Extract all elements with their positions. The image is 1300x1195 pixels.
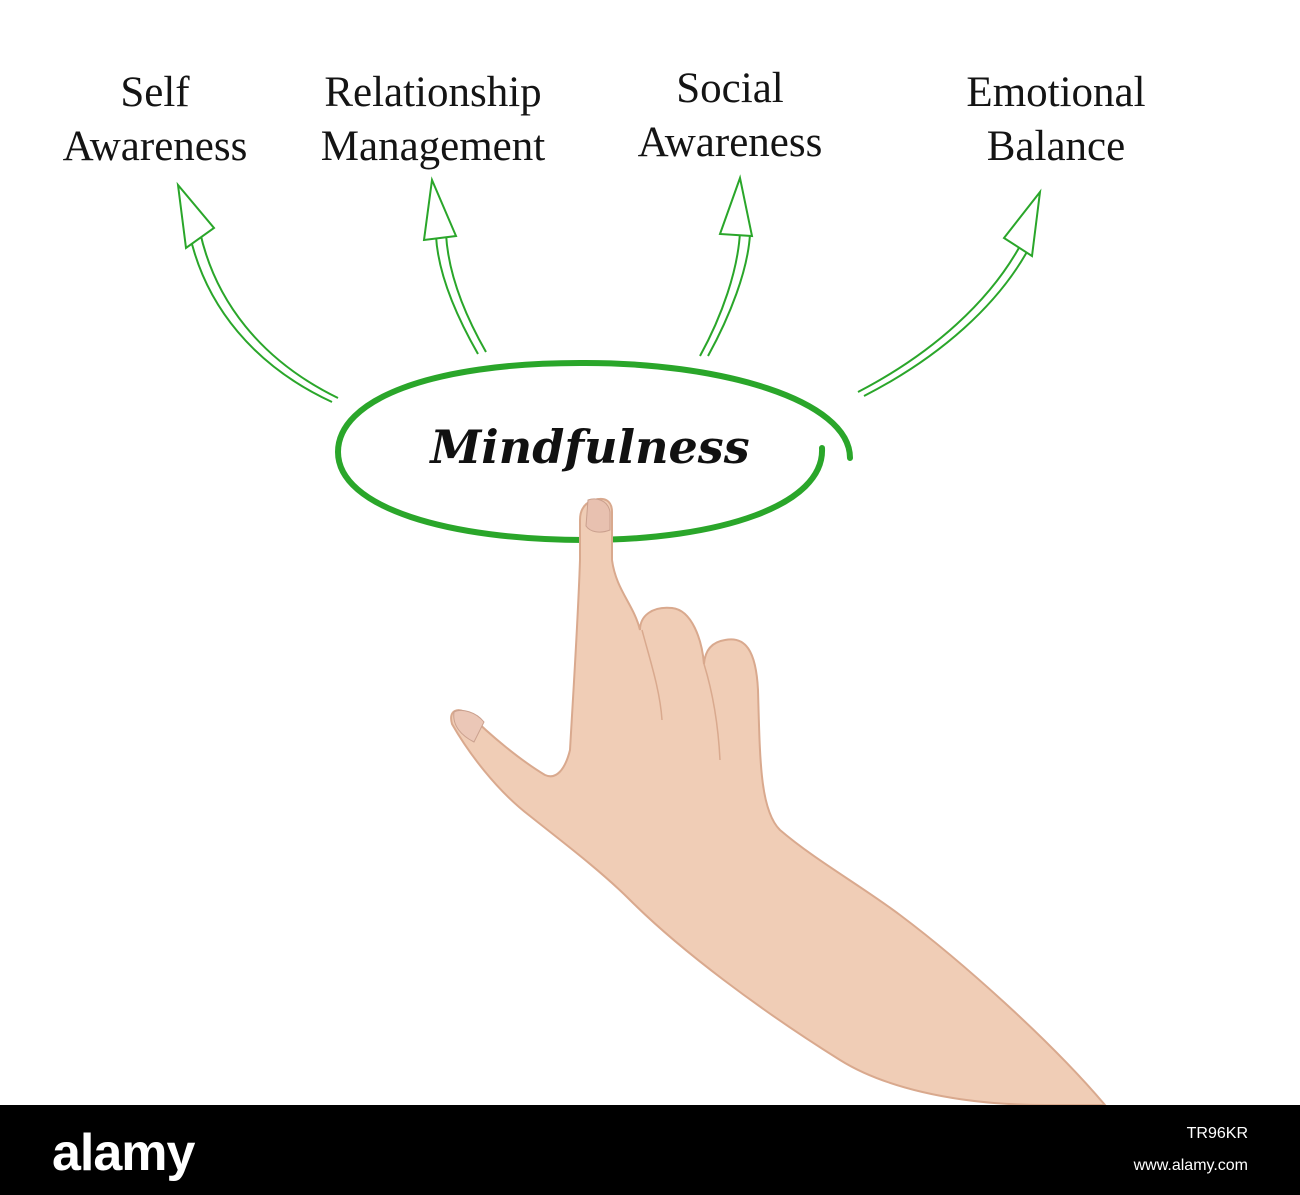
arrow-relationship-management [422, 176, 487, 355]
branch-line1: Emotional [966, 69, 1146, 116]
branch-label-relationship-management: Relationship Management [300, 66, 566, 174]
diagram-canvas: Self Awareness Relationship Management S… [40, 62, 1170, 1105]
branch-label-emotional-balance: Emotional Balance [942, 66, 1170, 174]
branch-line1: Relationship [324, 69, 542, 116]
arrow-social-awareness [699, 174, 754, 357]
branch-line2: Awareness [62, 123, 248, 170]
branch-line1: Social [676, 65, 784, 112]
hand-illustration [450, 497, 1107, 1105]
image-id: TR96KR [1186, 1125, 1248, 1142]
brand-logo: alamy [52, 1124, 195, 1182]
site-url: www.alamy.com [1133, 1157, 1248, 1174]
arrow-emotional-balance [857, 188, 1042, 397]
branch-label-self-awareness: Self Awareness [40, 66, 270, 174]
branch-label-social-awareness: Social Awareness [614, 62, 846, 170]
branch-line2: Awareness [637, 119, 823, 166]
branch-line2: Management [320, 123, 546, 170]
diagram-graphics [176, 174, 1107, 1105]
branch-line2: Balance [986, 123, 1126, 170]
center-label: Mindfulness [430, 420, 750, 474]
branch-line1: Self [120, 69, 190, 116]
center-ellipse [334, 359, 853, 544]
arrow-self-awareness [176, 181, 339, 403]
watermark-footer: alamy TR96KR www.alamy.com [0, 1105, 1300, 1195]
